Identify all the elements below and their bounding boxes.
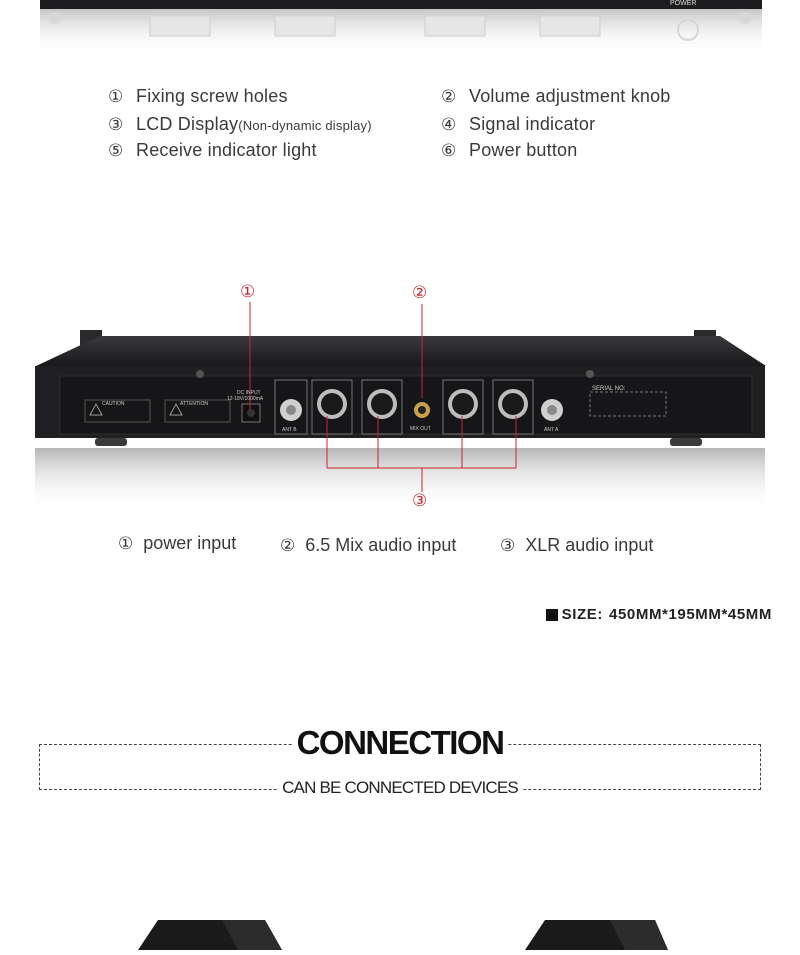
- marker-3: ③: [412, 491, 428, 511]
- marker-1: ①: [240, 282, 256, 302]
- attention-label: ATTENTION: [180, 401, 208, 407]
- dc-input-label: DC INPUT: [237, 390, 261, 396]
- size-value: 450MM*195MM*45MM: [609, 606, 772, 623]
- power-label: POWER: [670, 0, 697, 7]
- serial-label: SERIAL NO:: [592, 386, 626, 392]
- size-info: SIZE: 450MM*195MM*45MM: [545, 606, 772, 623]
- ant-a-label: ANT A: [544, 427, 559, 433]
- rear-panel-image: ① ② ③ DC INPUT 12-18V/1000mA ANT B ANT A…: [30, 280, 770, 511]
- ant-b-label: ANT B: [282, 427, 297, 433]
- caution-label: CAUTION: [102, 401, 125, 407]
- front-device-image: POWER: [40, 0, 762, 54]
- marker-2: ②: [412, 283, 428, 303]
- connection-title: CONNECTION: [0, 724, 800, 762]
- dc-spec-label: 12-18V/1000mA: [227, 396, 264, 402]
- connected-devices-image: [0, 905, 800, 950]
- size-label: SIZE:: [561, 606, 604, 623]
- mix-out-label: MIX OUT: [410, 426, 431, 432]
- connection-subtitle: CAN BE CONNECTED DEVICES: [0, 778, 800, 798]
- square-bullet-icon: [545, 608, 558, 621]
